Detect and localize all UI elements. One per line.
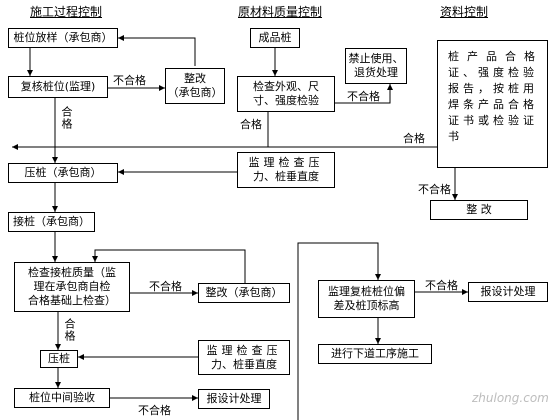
box-text-line: 检查接桩质量（监 bbox=[28, 266, 116, 279]
label-fail-recheck: 不合格 bbox=[425, 279, 458, 292]
header-material-control: 原材料质量控制 bbox=[238, 5, 323, 19]
arrow-rectify-back-to-setout bbox=[118, 35, 196, 66]
box-inspect-appearance: 检查外观、尺 寸、强度检验 bbox=[237, 76, 335, 112]
label-fail-interim: 不合格 bbox=[138, 404, 171, 417]
label-pass-documents: 合格 bbox=[403, 132, 425, 145]
label-fail-inspect: 不合格 bbox=[347, 90, 380, 103]
label-fail-verify: 不合格 bbox=[113, 74, 146, 87]
box-text-line: （承包商） bbox=[167, 86, 223, 99]
box-text: 压桩 bbox=[48, 352, 70, 365]
box-rectify-contractor-2: 整改（承包商） bbox=[198, 283, 290, 303]
box-text-line: 退货处理 bbox=[354, 66, 398, 79]
box-text-line: 监理复桩桩位偏 bbox=[328, 285, 405, 298]
header-construction-control: 施工过程控制 bbox=[30, 5, 103, 19]
label-pass-verify: 合格 bbox=[60, 106, 73, 130]
box-inspect-joint: 检查接桩质量（监 理在承包商自检 合格基础上检查） bbox=[14, 262, 130, 312]
box-supervise-pressure-1: 监理检查压 力、桩垂直度 bbox=[237, 152, 335, 188]
box-joint-pile: 接桩（承包商） bbox=[8, 212, 95, 232]
box-text-line: 监理检查压 bbox=[248, 156, 324, 169]
box-text-line: 整改 bbox=[184, 72, 206, 85]
box-text: 接桩（承包商） bbox=[13, 215, 90, 228]
box-rectify-documents: 整 改 bbox=[430, 200, 528, 220]
box-pile-setout: 桩位放样（承包商） bbox=[8, 28, 118, 48]
label-fail-documents: 不合格 bbox=[418, 183, 451, 196]
header-document-control: 资料控制 bbox=[440, 5, 489, 19]
box-pressing: 压桩（承包商） bbox=[8, 163, 118, 183]
box-supervise-pressure-2: 监理检查压 力、桩垂直度 bbox=[198, 340, 290, 375]
label-fail-joint: 不合格 bbox=[149, 280, 182, 293]
box-interim-acceptance: 桩位中间验收 bbox=[14, 388, 110, 408]
box-text: 进行下道工序施工 bbox=[331, 347, 419, 360]
box-text-line: 证、强度检验 bbox=[448, 66, 538, 79]
box-rectify-contractor-1: 整改 （承包商） bbox=[165, 68, 225, 104]
box-text-line: 书 bbox=[448, 130, 459, 143]
box-text-line: 监理检查压 bbox=[206, 343, 282, 357]
box-pressing-2: 压桩 bbox=[40, 350, 78, 368]
box-text-line: 焊条产品合格 bbox=[448, 98, 538, 111]
box-text: 复核桩位(监理) bbox=[20, 80, 96, 93]
box-text-line: 寸、强度检验 bbox=[253, 94, 319, 107]
box-text: 报设计处理 bbox=[480, 285, 536, 298]
box-documents: 桩产品合格 证、强度检验 报告，按桩用 焊条产品合格 证书或检验证 书 bbox=[437, 40, 548, 168]
label-pass-joint: 合格 bbox=[63, 318, 76, 342]
box-report-design-1: 报设计处理 bbox=[198, 389, 270, 409]
box-recheck-position: 监理复桩桩位偏 差及桩顶标高 bbox=[318, 280, 415, 318]
box-text-line: 桩产品合格 bbox=[448, 50, 543, 63]
box-text-line: 理在承包商自检 bbox=[33, 280, 111, 293]
box-text: 整 改 bbox=[466, 203, 492, 216]
box-verify-position: 复核桩位(监理) bbox=[8, 76, 108, 98]
box-text: 桩位放样（承包商） bbox=[13, 31, 113, 44]
box-text: 报设计处理 bbox=[206, 392, 262, 405]
box-text: 压桩（承包商） bbox=[24, 166, 102, 179]
box-report-design-2: 报设计处理 bbox=[468, 282, 548, 302]
box-text-line: 证书或检验证 bbox=[448, 114, 538, 127]
box-text: 成品桩 bbox=[258, 31, 292, 44]
box-text-line: 检查外观、尺 bbox=[253, 80, 319, 93]
arrow-inspect-to-prohibit bbox=[335, 84, 393, 104]
arrow-frame-to-recheck bbox=[297, 242, 381, 420]
box-finished-pile: 成品桩 bbox=[250, 28, 300, 48]
box-text-line: 合格基础上检查） bbox=[28, 294, 116, 307]
box-text-line: 报告，按桩用 bbox=[448, 82, 538, 95]
arrow-rectify-back-to-inspect-joint bbox=[92, 249, 246, 283]
box-text: 整改（承包商） bbox=[205, 286, 283, 299]
box-text-line: 力、桩垂直度 bbox=[253, 170, 319, 183]
box-prohibit-use: 禁止使用、 退货处理 bbox=[345, 48, 407, 84]
box-text-line: 禁止使用、 bbox=[348, 52, 404, 65]
box-text-line: 力、桩垂直度 bbox=[211, 357, 277, 371]
box-text-line: 差及桩顶标高 bbox=[333, 299, 400, 312]
label-pass-inspect: 合格 bbox=[240, 118, 262, 131]
box-text: 桩位中间验收 bbox=[29, 391, 95, 404]
watermark: zhulong.com bbox=[472, 391, 549, 405]
box-next-process: 进行下道工序施工 bbox=[318, 344, 432, 364]
